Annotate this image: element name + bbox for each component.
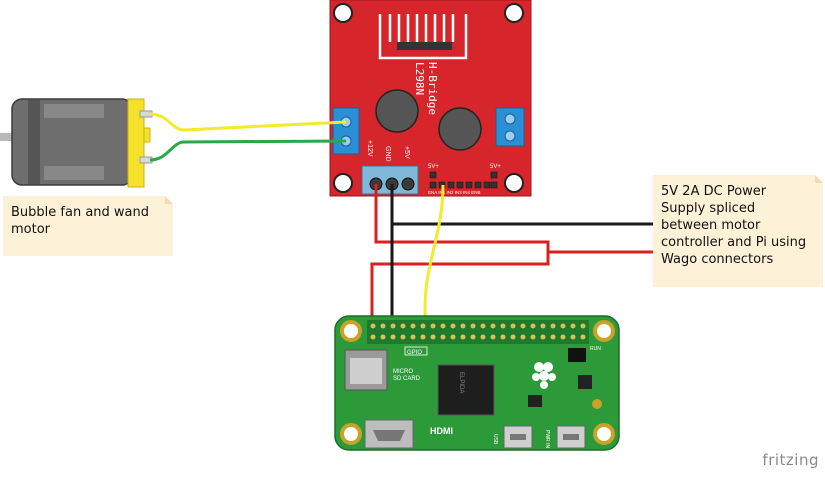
- pin-label-12v: +12V: [366, 140, 373, 157]
- run-header-icon: [568, 348, 586, 362]
- sd-label-line1: MICRO: [393, 369, 413, 375]
- motor-a-terminal[interactable]: [332, 107, 360, 155]
- regulator-icon: [578, 375, 592, 389]
- soc-chip-text: ELPIDA: [458, 372, 464, 393]
- driver-chip-icon: [397, 42, 452, 50]
- power-wire-red: [370, 184, 550, 324]
- pwr-in-label: PWR IN: [544, 430, 550, 448]
- raspberry-pi-zero: GPIO MICRO SD CARD ELPIDA RUN HDMI USB P…: [334, 315, 620, 451]
- pin-label-5v: +5V: [403, 146, 410, 159]
- mount-hole-icon: [333, 3, 353, 23]
- mount-hole-icon: [593, 423, 615, 445]
- hdmi-label: HDMI: [430, 426, 453, 436]
- heatsink-icon: [378, 14, 468, 60]
- signal-wire-yellow: [423, 184, 445, 326]
- motor-note-text: Bubble fan and wand motor: [11, 205, 149, 237]
- mount-hole-icon: [593, 320, 615, 342]
- pin-label-gnd: GND: [384, 146, 391, 162]
- gpio-header[interactable]: [367, 320, 589, 344]
- motor-note: Bubble fan and wand motor: [3, 196, 173, 256]
- power-note-text: 5V 2A DC Power Supply spliced between mo…: [661, 184, 807, 267]
- soc-chip-icon: [437, 364, 495, 416]
- raspberry-logo-icon: [532, 362, 556, 389]
- motor-endcap-icon: [127, 98, 145, 188]
- l298n-board: L298N H-Bridge +12V GND +5V 5V+ 5V+ ENA …: [329, 0, 532, 197]
- usb-label: USB: [492, 434, 498, 445]
- mount-hole-icon: [333, 173, 353, 193]
- mount-hole-icon: [504, 3, 524, 23]
- mount-hole-icon: [504, 173, 524, 193]
- header-pin-labels: ENA IN1 IN2 IN3 IN4 ENB: [428, 190, 481, 195]
- motor-wire-green: [149, 139, 347, 162]
- dc-motor: [0, 98, 153, 188]
- capacitor-icon: [438, 107, 482, 151]
- capacitor-icon: [375, 89, 419, 133]
- sd-label-line2: SD CARD: [393, 376, 421, 382]
- driver-title: L298N: [413, 62, 426, 95]
- led-icon: [592, 399, 602, 409]
- gpio-label: GPIO: [407, 350, 422, 356]
- mount-hole-icon: [340, 320, 362, 342]
- mount-hole-icon: [340, 423, 362, 445]
- header-5v-right: 5V+: [490, 164, 501, 170]
- header-5v-left: 5V+: [428, 164, 439, 170]
- driver-subtitle: H-Bridge: [426, 62, 439, 115]
- power-supply-note: 5V 2A DC Power Supply spliced between mo…: [653, 175, 823, 287]
- motor-wire-yellow: [149, 112, 347, 132]
- run-label: RUN: [590, 346, 601, 352]
- fritzing-brand: fritzing: [762, 451, 819, 469]
